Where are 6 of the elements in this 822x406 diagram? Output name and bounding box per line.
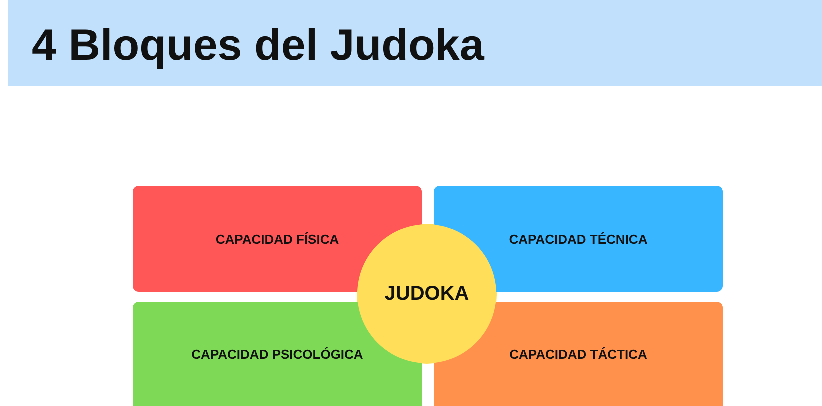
node-label: CAPACIDAD FÍSICA [216, 232, 340, 246]
node-label: CAPACIDAD TÉCNICA [509, 232, 648, 246]
node-label: CAPACIDAD PSICOLÓGICA [192, 346, 364, 362]
node-label: CAPACIDAD TÁCTICA [510, 346, 648, 362]
node-label: JUDOKA [384, 282, 470, 306]
page-title: 4 Bloques del Judoka [32, 20, 484, 72]
